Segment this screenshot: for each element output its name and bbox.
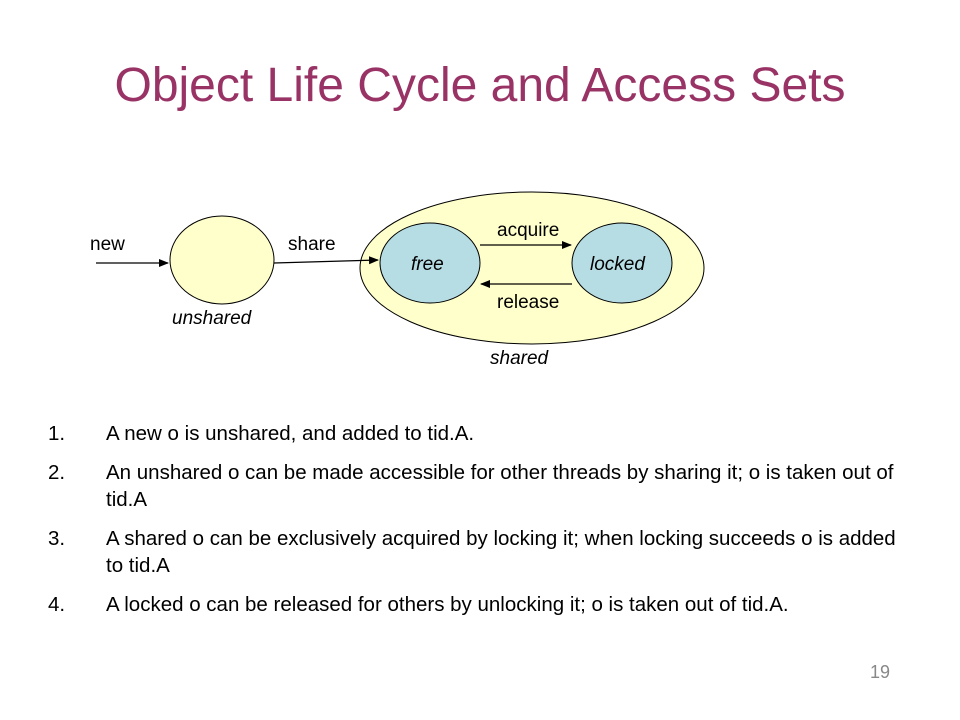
slide-title: Object Life Cycle and Access Sets [114, 59, 846, 112]
locked-state [571, 222, 673, 304]
life-cycle-diagram: new share acquire release free locked un… [90, 191, 705, 369]
step-text: A shared o can be exclusively acquired b… [106, 527, 896, 577]
share-label: share [288, 234, 336, 255]
free-label: free [411, 254, 444, 275]
list-item: 1. A new o is unshared, and added to tid… [48, 420, 908, 447]
unshared-state [169, 215, 275, 305]
release-label: release [497, 292, 559, 313]
step-number: 4. [48, 593, 66, 616]
unshared-label: unshared [172, 308, 253, 329]
step-number: 2. [48, 461, 66, 484]
new-label: new [90, 234, 125, 255]
list-item: 4. A locked o can be released for others… [48, 591, 908, 618]
step-text: A new o is unshared, and added to tid.A. [106, 422, 475, 445]
list-item: 2. An unshared o can be made accessible … [48, 459, 908, 513]
step-list: 1. A new o is unshared, and added to tid… [48, 420, 908, 630]
page-number: 19 [870, 662, 891, 682]
share-arrow [273, 256, 379, 265]
shared-label: shared [490, 348, 550, 369]
locked-label: locked [590, 254, 646, 275]
list-item: 3. A shared o can be exclusively acquire… [48, 525, 908, 579]
step-number: 3. [48, 527, 66, 550]
step-number: 1. [48, 422, 66, 445]
step-text: A locked o can be released for others by… [106, 593, 789, 616]
step-text: An unshared o can be made accessible for… [106, 461, 894, 511]
free-state [379, 222, 481, 304]
acquire-label: acquire [497, 220, 559, 241]
